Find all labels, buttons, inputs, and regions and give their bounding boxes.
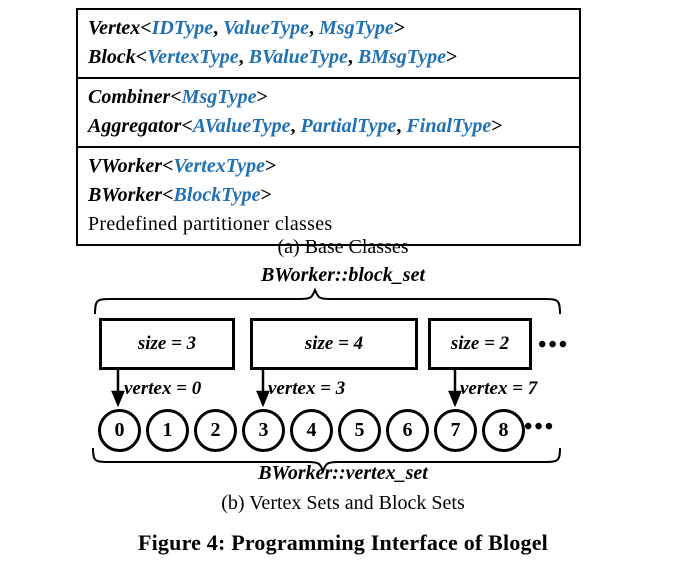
- type-param: BlockType: [173, 184, 261, 206]
- angle-open: <: [162, 184, 174, 206]
- block-size-label: size = 2: [450, 333, 510, 354]
- angle-close: >: [491, 115, 503, 137]
- angle-close: >: [446, 46, 458, 68]
- top-brace: [94, 287, 561, 315]
- blocks-ellipsis: •••: [538, 332, 570, 358]
- angle-open: <: [162, 155, 174, 177]
- class-signature-vworker: VWorker<VertexType>: [88, 152, 579, 181]
- vertex-pointer-label: vertex = 0: [124, 378, 202, 399]
- vertex-node: 7: [434, 409, 477, 452]
- angle-open: <: [181, 115, 193, 137]
- class-signature-vertex: Vertex<IDType, ValueType, MsgType>: [88, 17, 406, 39]
- type-param: AValueType: [192, 115, 291, 137]
- vertex-id: 2: [210, 419, 221, 441]
- class-name: BWorker: [88, 184, 163, 206]
- angle-close: >: [264, 155, 277, 177]
- type-param: PartialType: [300, 115, 397, 137]
- vertex-node: 3: [242, 409, 285, 452]
- type-param: IDType: [151, 17, 214, 39]
- vertex-node: 1: [146, 409, 189, 452]
- vertex-id: 6: [402, 419, 413, 441]
- vertex-node: 0: [98, 409, 141, 452]
- vertex-pointer-label: vertex = 7: [460, 378, 538, 399]
- vertex-node: 6: [386, 409, 429, 452]
- vertex-id: 1: [162, 419, 173, 441]
- vertices-ellipsis: •••: [524, 414, 556, 440]
- vertex-node: 4: [290, 409, 333, 452]
- angle-open: <: [170, 86, 182, 108]
- vertex-id: 5: [354, 419, 365, 441]
- class-signature-aggregator: Aggregator<AValueType, PartialType, Fina…: [88, 115, 503, 137]
- block-set-label: BWorker::block_set: [260, 264, 426, 286]
- class-name: Vertex: [88, 17, 141, 39]
- vertex-node: 2: [194, 409, 237, 452]
- vertex-id: 3: [258, 419, 269, 441]
- panel-a-caption: (a) Base Classes: [277, 236, 409, 258]
- type-param: BValueType: [248, 46, 348, 68]
- type-param: ValueType: [223, 17, 310, 39]
- class-name: Block: [88, 46, 136, 68]
- class-name: Aggregator: [88, 115, 182, 137]
- type-param: FinalType: [406, 115, 492, 137]
- block-box: size = 3: [99, 318, 235, 370]
- block-box: size = 4: [250, 318, 418, 370]
- vertex-id: 7: [450, 419, 461, 441]
- vertex-id: 0: [114, 419, 125, 441]
- vertex-id: 8: [498, 419, 509, 441]
- class-signature-bworker: BWorker<BlockType>: [88, 181, 579, 210]
- angle-close: >: [260, 184, 272, 206]
- angle-open: <: [140, 17, 152, 39]
- block-box: size = 2: [428, 318, 532, 370]
- type-param: BMsgType: [357, 46, 447, 68]
- vertex-node: 5: [338, 409, 381, 452]
- base-classes-section-combiner-aggregator: Combiner<MsgType> Aggregator<AValueType,…: [78, 79, 579, 148]
- block-size-label: size = 3: [137, 333, 197, 354]
- type-param: VertexType: [147, 46, 239, 68]
- angle-close: >: [393, 17, 406, 39]
- class-signature-block: Block<VertexType, BValueType, BMsgType>: [88, 46, 458, 68]
- vertex-id: 4: [306, 419, 317, 441]
- class-name: VWorker: [88, 155, 163, 177]
- vertex-set-label: BWorker::vertex_set: [258, 462, 428, 484]
- predefined-partitioner-classes-line: Predefined partitioner classes: [88, 213, 333, 235]
- base-classes-section-workers: VWorker<VertexType> BWorker<BlockType> P…: [78, 148, 579, 244]
- panel-b-caption: (b) Vertex Sets and Block Sets: [221, 492, 465, 514]
- vertex-node: 8: [482, 409, 525, 452]
- base-classes-section-vertex-block: Vertex<IDType, ValueType, MsgType> Block…: [78, 10, 579, 79]
- type-param: MsgType: [181, 86, 257, 108]
- type-param: VertexType: [173, 155, 265, 177]
- figure-caption: Figure 4: Programming Interface of Bloge…: [137, 530, 548, 555]
- angle-close: >: [256, 86, 268, 108]
- type-param: MsgType: [319, 17, 394, 39]
- vertex-pointer-label: vertex = 3: [268, 378, 346, 399]
- angle-open: <: [135, 46, 148, 68]
- block-size-label: size = 4: [304, 333, 364, 354]
- class-signature-combiner: Combiner<MsgType>: [88, 83, 579, 112]
- class-name: Combiner: [88, 86, 171, 108]
- base-classes-table: Vertex<IDType, ValueType, MsgType> Block…: [76, 8, 581, 246]
